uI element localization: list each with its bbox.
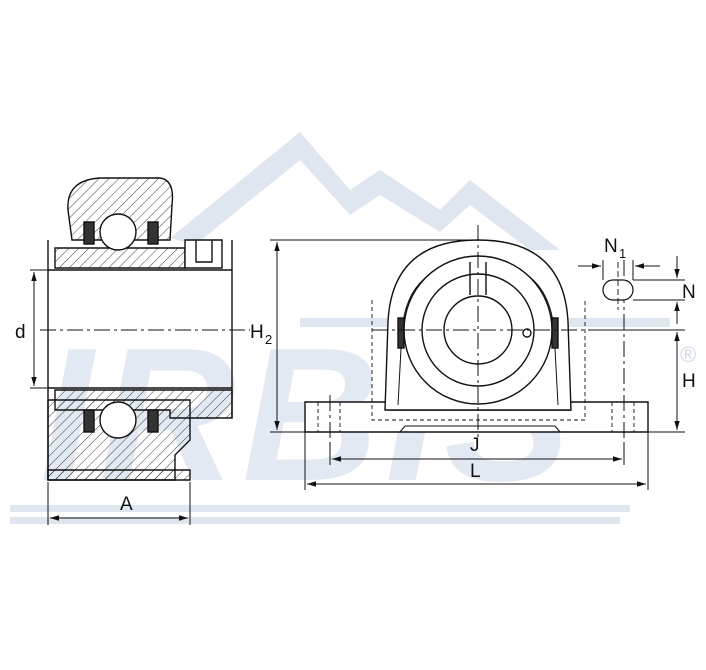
watermark-stripe	[10, 505, 630, 512]
label-d: d	[15, 322, 26, 343]
dimension-J	[329, 445, 625, 465]
dimension-A	[47, 482, 191, 525]
label-N: N	[682, 282, 696, 303]
dimension-H	[590, 329, 685, 433]
dimension-N	[633, 256, 685, 324]
ball-bottom	[99, 401, 137, 439]
label-H: H	[682, 371, 696, 392]
label-L: L	[470, 461, 481, 482]
watermark-mountain	[170, 132, 560, 250]
dimension-N1	[578, 260, 660, 280]
housing-base	[47, 469, 191, 481]
inner-ring-top	[54, 247, 186, 269]
dimension-L	[304, 432, 649, 490]
dimension-d	[30, 269, 55, 389]
label-N1-subscript: 1	[619, 246, 626, 261]
ball-top	[99, 213, 137, 251]
dimension-H2	[270, 239, 478, 433]
seal-bottom-right	[147, 409, 159, 433]
seal-top-right	[147, 221, 159, 245]
seal-bottom-left	[83, 409, 95, 433]
collar-top-groove	[195, 240, 213, 263]
label-H2: H	[250, 322, 264, 343]
section-view	[40, 177, 250, 481]
slot-detail	[602, 262, 634, 310]
watermark-registered-mark: ®	[680, 342, 696, 367]
label-N1: N	[604, 236, 618, 257]
watermark-stripe	[10, 517, 620, 524]
label-A: A	[120, 494, 133, 515]
front-view	[304, 239, 649, 433]
seal-top-left	[83, 221, 95, 245]
collar-top	[184, 239, 223, 269]
label-J: J	[470, 435, 480, 456]
label-H2-subscript: 2	[265, 332, 272, 347]
